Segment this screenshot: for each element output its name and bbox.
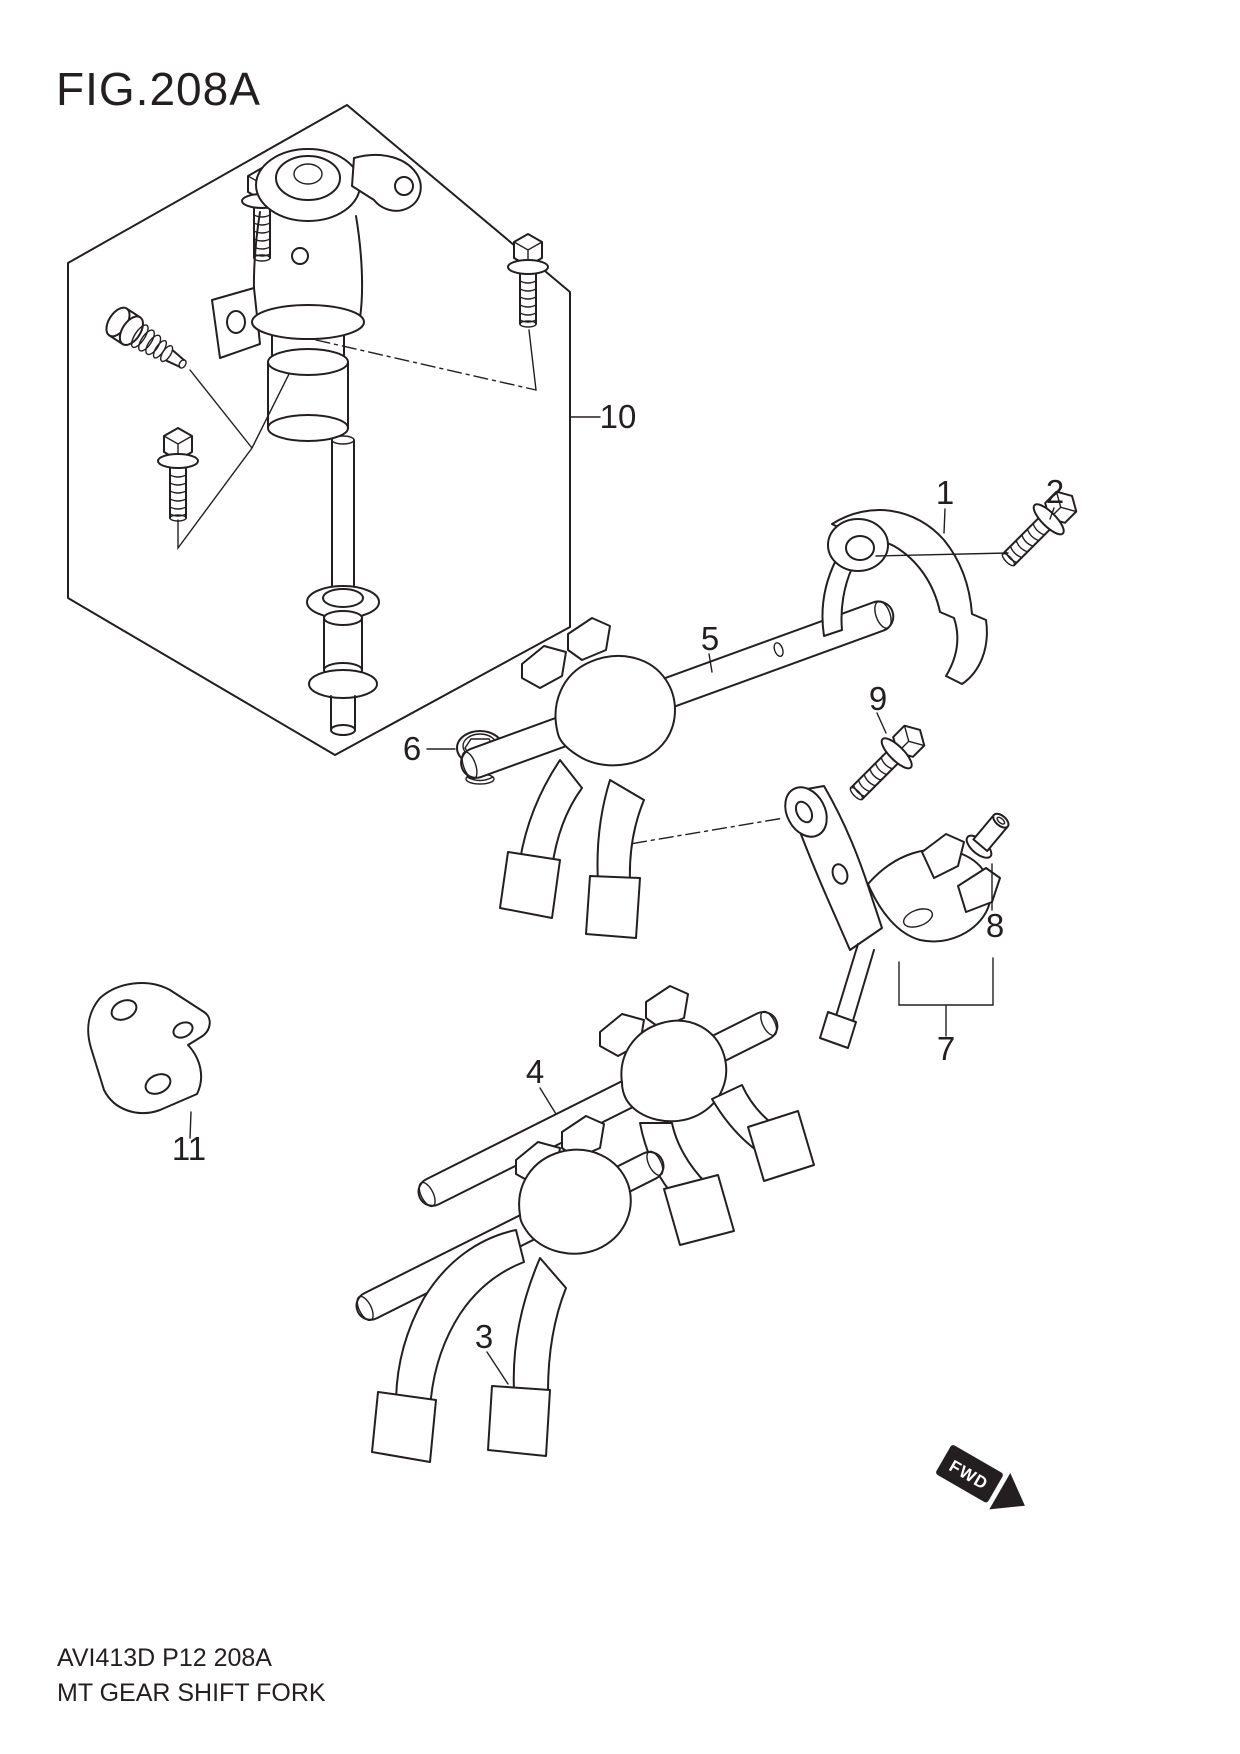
body-cylinder <box>267 414 349 442</box>
fork-3-pad <box>371 1391 437 1463</box>
body-flange <box>251 304 365 340</box>
fork-3-prong <box>512 1257 567 1393</box>
callout-8-label: 8 <box>986 907 1004 944</box>
fwd-arrow-head <box>989 1473 1025 1510</box>
callout-3: 3 <box>475 1318 509 1385</box>
fork-1-hole <box>845 535 875 561</box>
fork-5-prong <box>596 779 645 883</box>
callout-5: 5 <box>701 620 719 673</box>
fork-3-prong <box>395 1229 525 1411</box>
callout-3-label: 3 <box>475 1318 493 1355</box>
fork-5-tab <box>567 617 611 661</box>
figure-title: FIG.208A <box>56 63 261 115</box>
callout-7-label: 7 <box>937 1030 955 1067</box>
shaft <box>331 439 355 591</box>
part-8-bushing <box>965 812 1010 859</box>
fork-5-prong <box>519 759 583 869</box>
footer-caption: MT GEAR SHIFT FORK <box>57 1679 326 1707</box>
callout-5-label: 5 <box>701 620 719 657</box>
fwd-direction-arrow: FWD <box>936 1445 1025 1510</box>
part-9-bolt <box>839 714 936 811</box>
callout-1: 1 <box>936 474 954 534</box>
bolt-right <box>507 233 549 328</box>
bolt-lower-left <box>157 427 199 522</box>
callout-6: 6 <box>403 730 456 767</box>
fwd-arrow-body <box>936 1445 1003 1503</box>
callout-7: 7 <box>898 957 994 1067</box>
fork-5 <box>499 617 676 939</box>
inset-box-outline <box>67 104 571 756</box>
fork-3 <box>371 1115 632 1463</box>
part-10-shift-shaft-assembly <box>105 148 785 849</box>
leader-lines-bolts <box>177 351 301 551</box>
callout-9-label: 9 <box>869 680 887 717</box>
callout-1-label: 1 <box>936 474 954 511</box>
part-4-fork-rod <box>417 985 815 1246</box>
callout-11-label: 11 <box>172 1130 206 1167</box>
fork-4 <box>599 985 815 1246</box>
fork-3-clamp <box>518 1148 632 1255</box>
callout-10-label: 10 <box>600 398 637 435</box>
fork-5-clamp <box>554 655 676 767</box>
part-3-fork-rod <box>355 1115 665 1463</box>
part-5-fork-rod <box>460 600 895 939</box>
fork-5-tab <box>521 645 567 689</box>
centerline-bolt <box>315 339 537 391</box>
part-11-stopper-plate <box>87 982 211 1115</box>
part-1-shift-fork <box>821 509 1009 685</box>
lever-rod-cap <box>819 1011 857 1049</box>
fork-5-pad <box>499 851 561 919</box>
lever-rod <box>835 943 875 1025</box>
footer: AVI413D P12 208A MT GEAR SHIFT FORK <box>57 1641 326 1711</box>
callout-6-label: 6 <box>403 730 421 767</box>
callout-8: 8 <box>986 863 1004 944</box>
callout-9: 9 <box>869 680 887 734</box>
cam-arm <box>351 153 422 212</box>
callout-4: 4 <box>526 1053 557 1115</box>
fork-4-pad <box>747 1110 815 1182</box>
adjuster-screw <box>105 306 187 369</box>
footer-code: AVI413D P12 208A <box>57 1644 272 1672</box>
callout-10: 10 <box>569 398 637 435</box>
leader-bolt-2 <box>875 552 1009 557</box>
part-7-shift-lever-assembly <box>784 785 1001 1049</box>
leader-bolt-right <box>528 329 537 391</box>
fork-4-pad <box>663 1174 735 1246</box>
callout-2: 2 <box>1046 473 1064 520</box>
callout-11: 11 <box>172 1111 206 1167</box>
fork-5-pad <box>585 875 641 939</box>
washer <box>308 669 378 699</box>
fork-4-clamp <box>620 1019 728 1123</box>
centerline-lever <box>605 817 785 849</box>
fork-4-tab <box>645 985 689 1029</box>
part-2-bolt <box>991 480 1088 577</box>
callout-2-label: 2 <box>1046 473 1064 510</box>
fork-3-tab <box>561 1115 605 1159</box>
callout-4-label: 4 <box>526 1053 544 1090</box>
fork-3-pad <box>487 1385 551 1457</box>
